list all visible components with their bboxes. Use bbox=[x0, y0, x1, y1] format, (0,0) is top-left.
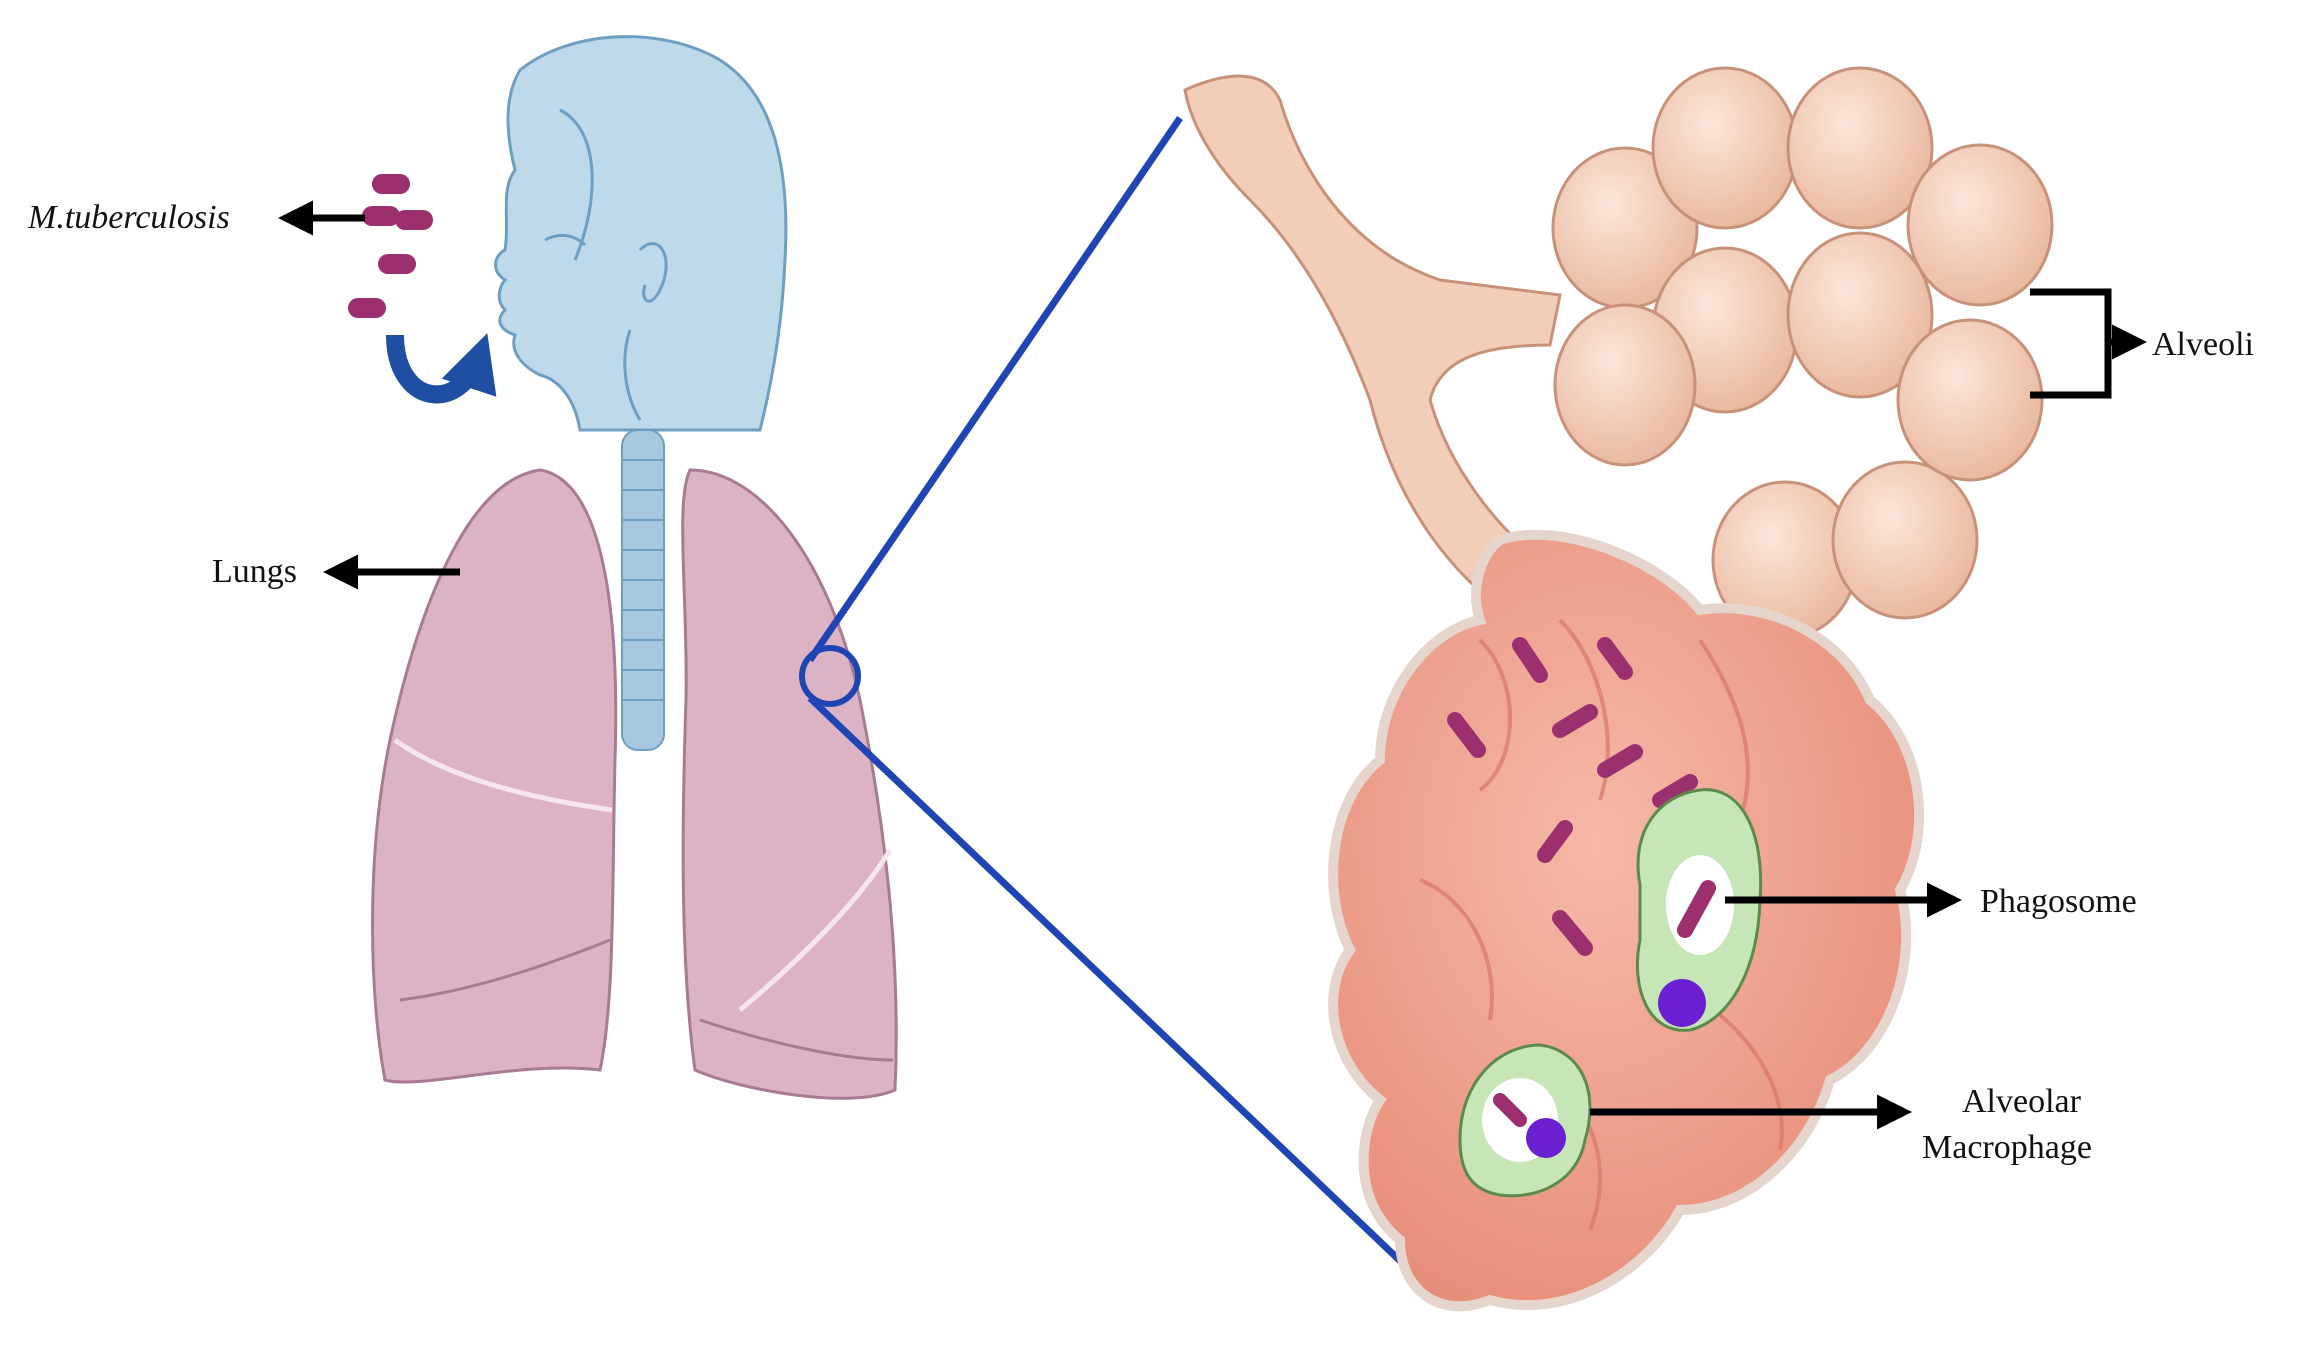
alveoli-bracket bbox=[2030, 288, 2112, 399]
bacterium bbox=[1552, 704, 1598, 738]
bacterium bbox=[1493, 1093, 1527, 1127]
bacterium bbox=[1597, 637, 1633, 680]
bacterium bbox=[348, 298, 386, 318]
right-lung bbox=[681, 468, 898, 1100]
bacterium bbox=[362, 206, 400, 226]
bacterium bbox=[1652, 774, 1698, 808]
inhalation-arrow bbox=[386, 333, 497, 404]
bacterium bbox=[1537, 820, 1573, 863]
bacterium bbox=[1597, 744, 1643, 778]
bacterium bbox=[1447, 712, 1486, 758]
alveoli-label: Alveoli bbox=[2152, 326, 2254, 363]
macrophage-label-line1: Alveolar bbox=[1962, 1083, 2082, 1120]
zoom-circle bbox=[799, 645, 861, 707]
head-illustration bbox=[494, 35, 788, 432]
nucleus bbox=[1526, 1118, 1566, 1158]
bacterium bbox=[395, 210, 433, 230]
macrophage-upper bbox=[1635, 788, 1763, 1032]
bacterium bbox=[378, 254, 416, 274]
alveolar-sac bbox=[1328, 529, 1924, 1312]
macrophage-label-line2: Macrophage bbox=[1922, 1129, 2092, 1166]
left-lung bbox=[371, 468, 618, 1084]
bronchiole bbox=[1183, 74, 1562, 602]
alveoli-cluster bbox=[1551, 66, 2054, 640]
lungs-illustration bbox=[371, 468, 898, 1100]
pathogen-label: M.tuberculosis bbox=[27, 199, 230, 236]
bacterium bbox=[372, 174, 410, 194]
airborne-bacteria bbox=[348, 174, 433, 318]
trachea bbox=[621, 429, 665, 751]
zoom-line-bottom bbox=[807, 695, 1418, 1278]
zoom-line-top bbox=[807, 116, 1183, 662]
sac-bacteria bbox=[1447, 637, 1698, 956]
phagosome-label: Phagosome bbox=[1980, 883, 2137, 920]
zoom-indicator bbox=[799, 116, 1418, 1278]
bacterium bbox=[1552, 910, 1593, 956]
macrophage-lower bbox=[1458, 1043, 1592, 1198]
lungs-label: Lungs bbox=[212, 553, 297, 590]
nucleus bbox=[1658, 979, 1706, 1027]
bacterium bbox=[1512, 637, 1548, 683]
bacterium bbox=[1677, 880, 1716, 938]
